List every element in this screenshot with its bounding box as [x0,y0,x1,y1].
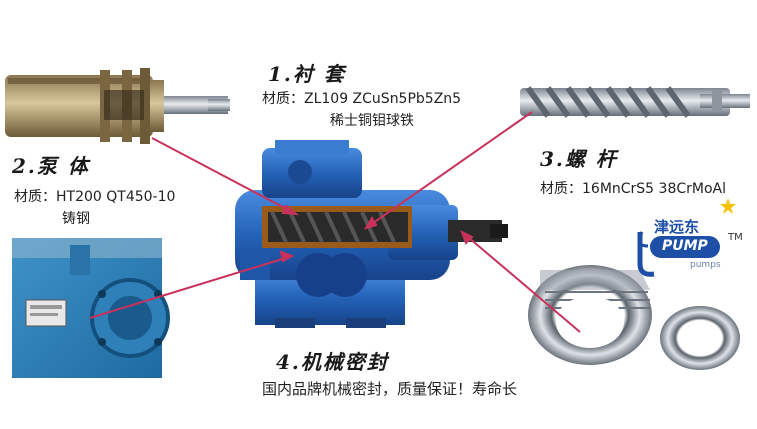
screw-title: 3.螺 杆 [540,147,618,171]
sleeve-title: 1.衬 套 [268,62,346,86]
pump-body-material-line2: 铸钢 [62,211,90,227]
seal-description: 国内品牌机械密封，质量保证！寿命长 [262,380,518,398]
pump-body-title: 2.泵 体 [12,154,90,178]
mechanical-seal-image [528,265,740,370]
company-logo [637,198,736,277]
screw-material-line1: 材质：16MnCrS5 38CrMoAl [540,181,726,197]
logo-trademark: TM [728,232,743,243]
leader-lines [89,111,581,333]
sleeve-material-line2: 稀士铜钼球铁 [330,113,414,129]
sleeve-bushing-image [5,68,230,144]
pump-body-image [12,238,170,378]
seal-title: 4.机械密封 [276,350,389,374]
logo-text-en: PUMP [662,238,708,254]
pump-body-material-line1: 材质：HT200 QT450-10 [14,189,176,205]
logo-subtext: pumps [690,260,721,270]
logo-text-cn: 津远东 [654,218,700,236]
sleeve-material-line1: 材质：ZL109 ZCuSn5Pb5Zn5 [262,91,462,107]
screw-rotor-image [520,86,750,118]
